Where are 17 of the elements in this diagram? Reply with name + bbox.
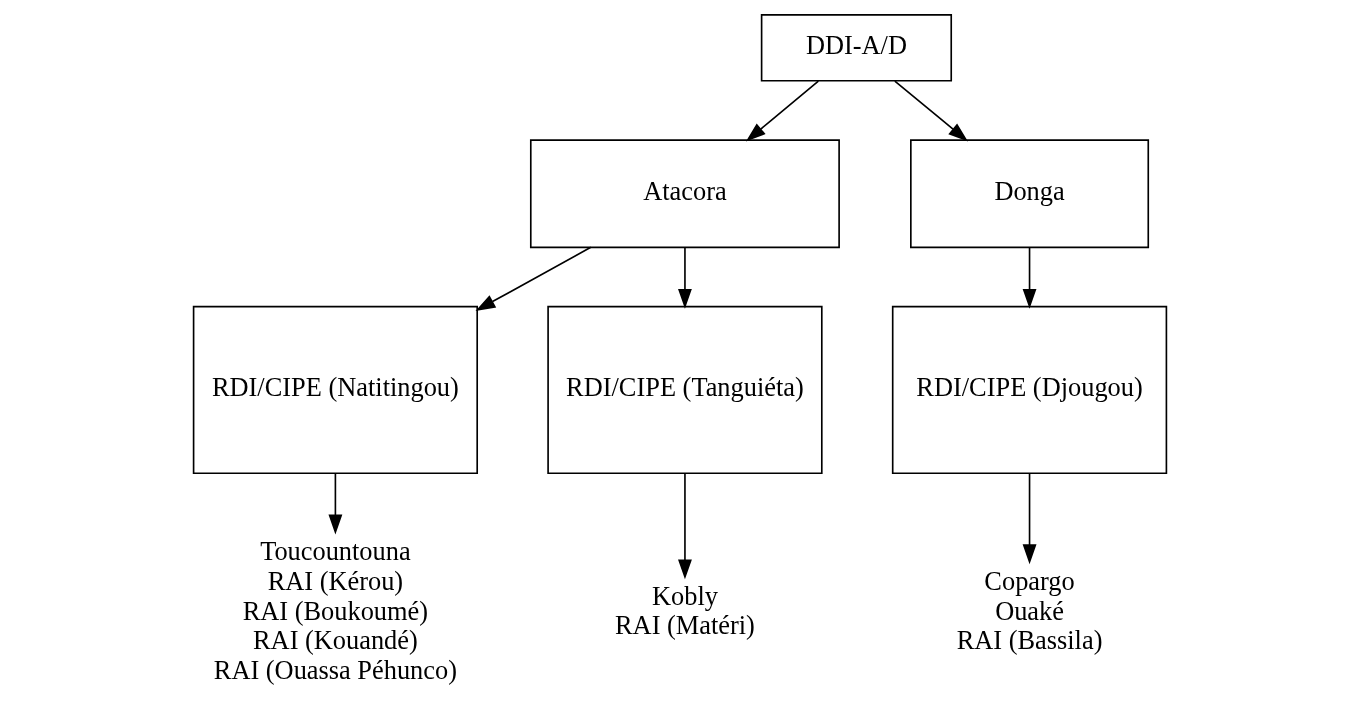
arrow bbox=[328, 472, 343, 535]
arrow bbox=[1022, 472, 1037, 565]
arrow bbox=[894, 80, 968, 142]
arrow bbox=[1022, 246, 1037, 309]
node-text: Toucountouna RAI (Kérou) RAI (Boukoumé) RAI (Kouandé) RAI (Ouassa Péhunco) bbox=[213, 536, 457, 685]
arrow bbox=[475, 246, 592, 311]
node-box: Atacora bbox=[529, 139, 840, 249]
node-box: Donga bbox=[910, 139, 1150, 249]
node-box: RDI/CIPE (Natitingou) bbox=[192, 305, 478, 475]
node-box: DDI-A/D bbox=[760, 14, 953, 82]
node-box: RDI/CIPE (Djougou) bbox=[891, 305, 1168, 475]
node-box: RDI/CIPE (Tanguiéta) bbox=[547, 305, 823, 475]
node-text: Copargo Ouaké RAI (Bassila) bbox=[956, 565, 1103, 656]
node-text: Kobly RAI (Matéri) bbox=[615, 580, 755, 641]
arrow bbox=[678, 472, 692, 580]
arrow bbox=[678, 246, 692, 309]
arrow bbox=[745, 80, 820, 142]
